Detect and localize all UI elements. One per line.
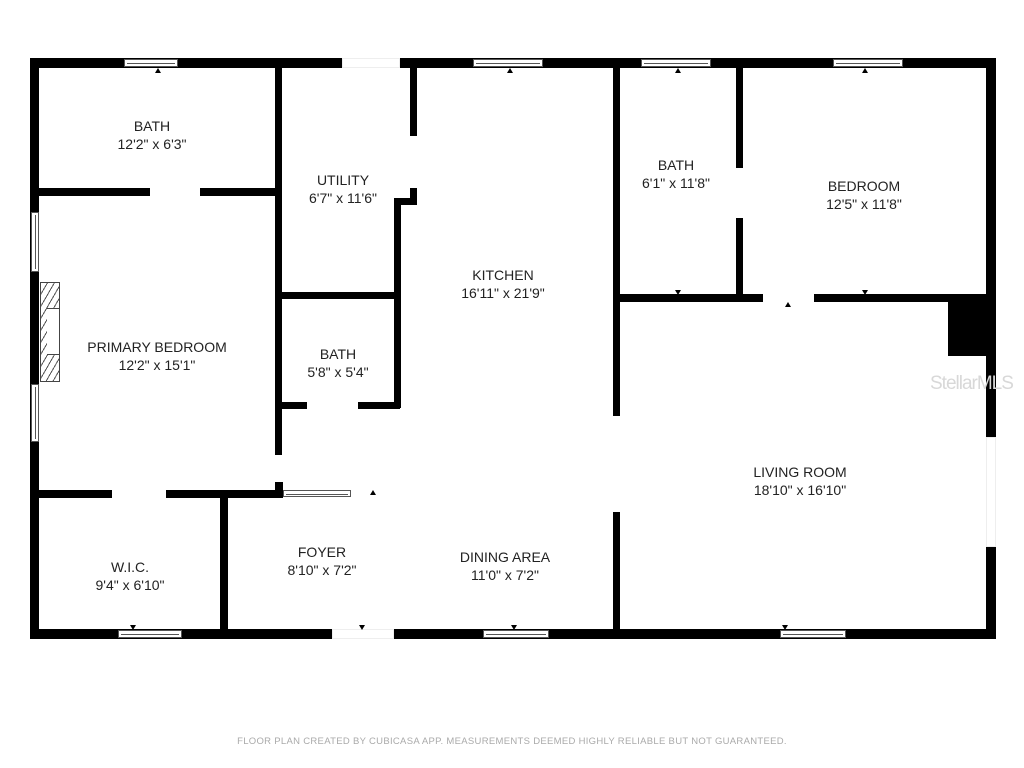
window [780,630,846,638]
room-dimensions: 12'5" x 11'8" [826,196,902,212]
wall [736,66,743,168]
room-name: BEDROOM [827,178,901,194]
wall [200,188,280,196]
window [641,59,711,67]
wall [613,512,620,634]
tick-marker [155,68,161,73]
wall [280,402,307,409]
wall [275,66,282,456]
room-name: KITCHEN [472,267,534,283]
tick-marker [370,490,376,495]
tick-marker [675,290,681,295]
room-dimensions: 16'11" x 21'9" [461,285,545,301]
wall [394,198,417,205]
room-dimensions: 11'0" x 7'2" [471,567,539,583]
watermark: StellarMLS [930,373,1014,394]
room-dimensions: 8'10" x 7'2" [287,562,357,578]
room-name: LIVING ROOM [753,464,847,480]
wall [410,66,417,136]
room-dimensions: 12'2" x 6'3" [117,136,187,152]
window [31,384,39,442]
tick-marker [511,625,517,630]
tick-marker [130,625,136,630]
room-bedroom: BEDROOM 12'5" x 11'8" [826,177,902,213]
sliding-door [283,490,351,497]
room-name: BATH [319,346,357,362]
wall [736,218,743,298]
wall [30,490,112,498]
room-utility: UTILITY 6'7" x 11'6" [309,171,377,207]
wall [275,455,282,495]
door-opening [342,58,400,68]
room-dimensions: 18'10" x 16'10" [753,482,847,498]
wall [814,294,994,302]
tick-marker [507,68,513,73]
room-bath-3: BATH 5'8" x 5'4" [307,345,368,381]
room-bath-1: BATH 12'2" x 6'3" [118,117,187,153]
room-dimensions: 5'8" x 5'4" [307,364,369,380]
window [118,630,182,638]
room-name: PRIMARY BEDROOM [87,339,227,355]
door-opening [332,629,394,639]
wall [275,482,283,496]
window [833,59,903,67]
wall-left [30,58,39,639]
room-dimensions: 6'1" x 11'8" [642,175,710,191]
wall [613,294,763,302]
room-dining-area: DINING AREA 11'0" x 7'2" [460,548,550,584]
room-dimensions: 9'4" x 6'10" [95,577,165,593]
wall [410,188,417,205]
room-name: W.I.C. [110,559,150,575]
wall [394,198,401,408]
fireplace [40,282,60,382]
room-dimensions: 6'7" x 11'6" [309,190,377,206]
tick-marker [782,625,788,630]
wall [30,188,150,196]
tick-marker [785,302,791,307]
column [948,296,994,356]
room-name: DINING AREA [459,549,551,565]
room-living-room: LIVING ROOM 18'10" x 16'10" [753,463,846,499]
window [124,59,178,67]
tick-marker [359,625,365,630]
door-opening [986,437,996,547]
room-name: BATH [657,157,695,173]
tick-marker [862,68,868,73]
room-foyer: FOYER 8'10" x 7'2" [288,543,357,579]
room-bath-2: BATH 6'1" x 11'8" [642,156,710,192]
room-wic: W.I.C. 9'4" x 6'10" [96,558,165,594]
room-kitchen: KITCHEN 16'11" x 21'9" [461,266,545,302]
disclaimer-footer: FLOOR PLAN CREATED BY CUBICASA APP. MEAS… [237,736,787,747]
wall [613,66,620,416]
tick-marker [862,290,868,295]
room-name: FOYER [297,544,347,560]
window [483,630,549,638]
window [31,212,39,272]
room-name: BATH [133,118,171,134]
window [473,59,543,67]
wall [358,402,400,409]
room-primary-bedroom: PRIMARY BEDROOM 12'2" x 15'1" [87,338,227,374]
tick-marker [675,68,681,73]
room-dimensions: 12'2" x 15'1" [118,357,196,373]
wall [220,490,228,635]
room-name: UTILITY [316,172,370,188]
wall [280,292,398,299]
